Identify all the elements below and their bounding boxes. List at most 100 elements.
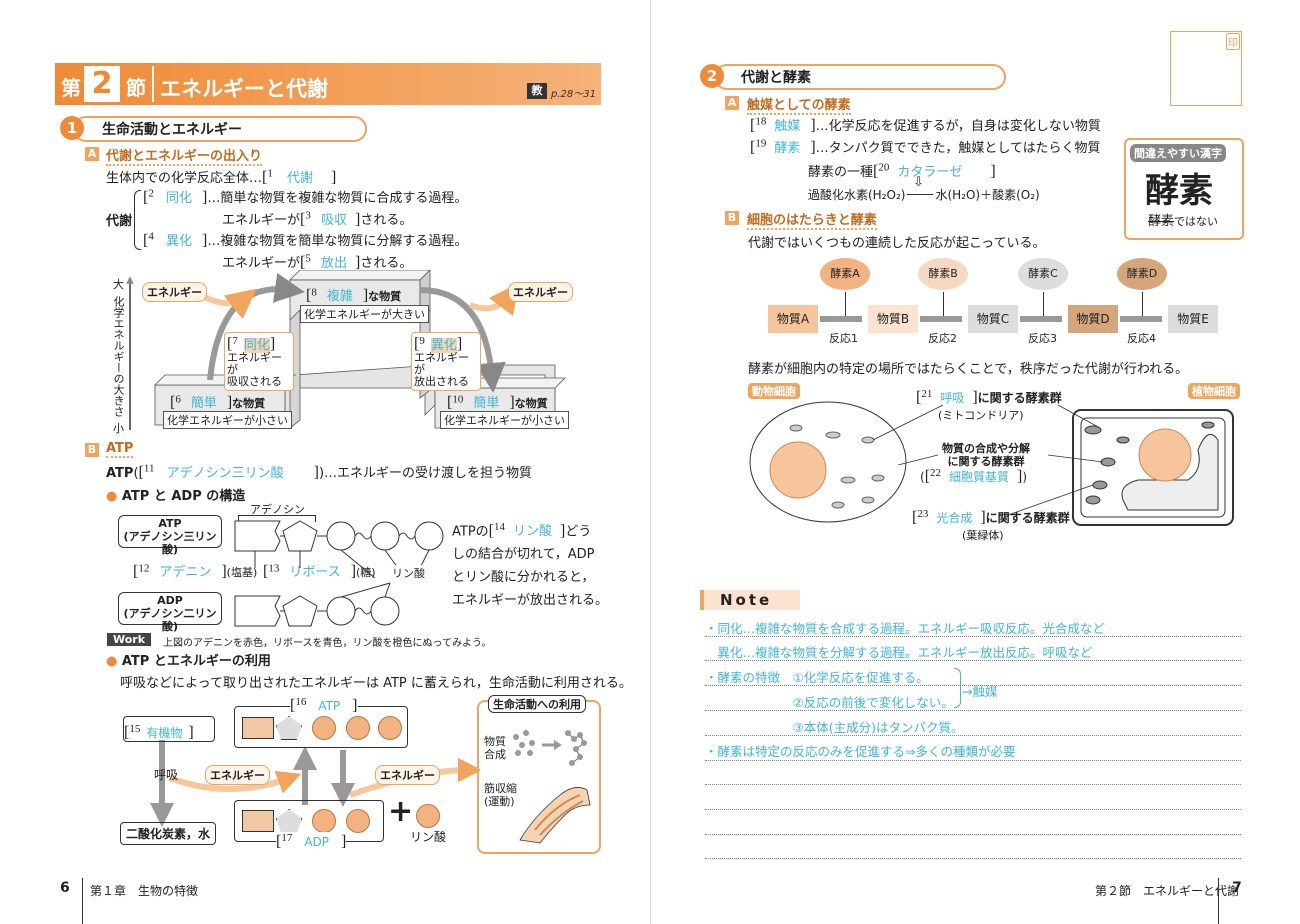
adp-adenine — [242, 810, 274, 832]
energy-burst-2: エネルギー — [375, 765, 440, 785]
stamp-label: 印 — [1226, 33, 1240, 50]
subB-letter: B — [85, 443, 99, 457]
bullet-structure-text: ATP と ADP の構造 — [121, 489, 246, 504]
kinshu-1: 筋収縮 — [484, 782, 517, 795]
catalyst-text: …化学反応を促進するが，自身は変化しない物質 — [815, 119, 1101, 134]
textbook-ref-pages: p.28～31 — [551, 89, 596, 100]
ika-note-line2: 放出される — [414, 374, 469, 388]
cell-middle-1: 物質の合成や分解 — [942, 442, 1030, 455]
note-line-9 — [705, 834, 1241, 835]
adenosine-bracket — [238, 515, 316, 522]
blank-11-answer: アデノシン三リン酸 — [166, 466, 284, 481]
blank-22-num: 22 — [930, 467, 942, 479]
reaction-label-4: 反応4 — [1127, 332, 1156, 345]
blank-2-answer: 同化 — [165, 191, 192, 206]
section-divider — [152, 66, 154, 102]
note-text-3: ・酵素の特徴 ①化学反応を促進する。 — [705, 670, 929, 685]
kanji-big: 酵素 — [1145, 171, 1213, 211]
note-line-7 — [705, 784, 1241, 785]
note-line-6 — [705, 760, 1241, 761]
explain-line4: エネルギーが放出される。 — [452, 593, 609, 609]
right-subB-title: 細胞のはたらきと酵素 — [747, 209, 877, 230]
catalase-pre: 酵素の一種 — [808, 165, 874, 180]
doka-energy-post: される。 — [360, 213, 413, 228]
blank-14-num: 14 — [494, 521, 505, 533]
blank-23-post: に関する酵素群 — [985, 511, 1070, 525]
work-text: 上図のアデニンを赤色，リボースを青色，リン酸を橙色にぬってみよう。 — [163, 638, 492, 649]
blank-21-post: に関する酵素群 — [977, 391, 1062, 405]
atp-label-2: (アデノシン三リン酸) — [123, 530, 217, 556]
explain-pre: ATPの — [452, 524, 489, 540]
blank-12-post: (塩基) — [226, 566, 258, 579]
taisha-label: 代謝 — [106, 214, 133, 229]
substance-d: 物質D — [1068, 305, 1118, 333]
note-line-1 — [705, 636, 1241, 637]
atp-post: …エネルギーの受け渡しを担う物質 — [324, 466, 533, 481]
blank-15-answer: 有機物 — [146, 726, 183, 740]
right-box-suffix: な物質 — [514, 397, 548, 410]
ika-line: [4 異化]…複雑な物質を簡単な物質に分解する過程。 — [143, 230, 468, 249]
blank-3-answer: 吸収 — [320, 213, 347, 228]
right-footer-rule — [1218, 878, 1219, 924]
blank-8-answer: 複雑 — [326, 289, 353, 304]
note-brace — [954, 668, 961, 708]
note-line-2 — [705, 660, 1241, 661]
cell-middle-2: に関する酵素群 — [947, 455, 1025, 468]
top-box-suffix: な物質 — [368, 290, 402, 303]
blank-6-num: 6 — [175, 393, 181, 406]
substance-b: 物質B — [868, 305, 918, 333]
work-badge: Work — [107, 633, 152, 646]
bullet-dot: ● — [106, 489, 118, 504]
kanji-wrong: 酵素 — [1148, 214, 1175, 229]
blank-3-num: 3 — [305, 209, 311, 222]
blank-8-num: 8 — [311, 286, 317, 299]
energy-burst-right: エネルギー — [508, 282, 573, 302]
enzyme-d-arrow — [1142, 292, 1143, 316]
kinshu-label: 筋収縮(運動) — [484, 782, 517, 808]
reaction-label-3: 反応3 — [1028, 332, 1057, 345]
section-number: 2 — [84, 66, 120, 102]
enzyme-b: 酵素B — [918, 258, 968, 290]
gousei-1: 物質 — [484, 735, 506, 748]
blank-21-answer: 呼吸 — [940, 391, 965, 405]
reaction-left: 過酸化水素(H₂O₂) — [808, 188, 906, 202]
kanji-note-text: ではない — [1174, 215, 1219, 228]
right-page-number: 7 — [1232, 880, 1242, 896]
enzyme-b-arrow — [943, 292, 944, 316]
blank-19-answer: 酵素 — [774, 141, 801, 156]
animal-cell-label: 動物細胞 — [748, 383, 800, 399]
left-page — [0, 0, 650, 924]
co2-box: 二酸化炭素，水 — [120, 822, 217, 845]
atp-adenine — [242, 717, 274, 739]
note-line-8 — [705, 809, 1241, 810]
heading2-title: 代謝と酵素 — [741, 70, 811, 86]
heading1-title: 生命活動とエネルギー — [102, 122, 242, 138]
atp-phosphate-2 — [346, 716, 370, 740]
blank-4-answer: 異化 — [165, 234, 192, 249]
taisha-brace — [134, 190, 141, 250]
blank-23-num: 23 — [917, 508, 929, 520]
blank-7-answer: 同化 — [243, 337, 270, 353]
kinshu-2: (運動) — [484, 795, 515, 808]
kanji-note: 酵素ではない — [1148, 210, 1218, 229]
heading2-number: 2 — [700, 64, 724, 88]
section-title: エネルギーと代謝 — [160, 77, 328, 101]
subA-letter: A — [85, 147, 99, 161]
ika-energy-post: される。 — [360, 256, 413, 271]
heading2-frame — [714, 64, 1006, 90]
stamp-box — [1170, 31, 1242, 106]
blank-19-num: 19 — [755, 137, 767, 150]
blank-2-num: 2 — [148, 187, 154, 200]
yaxis-bottom: 小 — [113, 422, 124, 435]
chain-arrow-2 — [920, 316, 962, 322]
